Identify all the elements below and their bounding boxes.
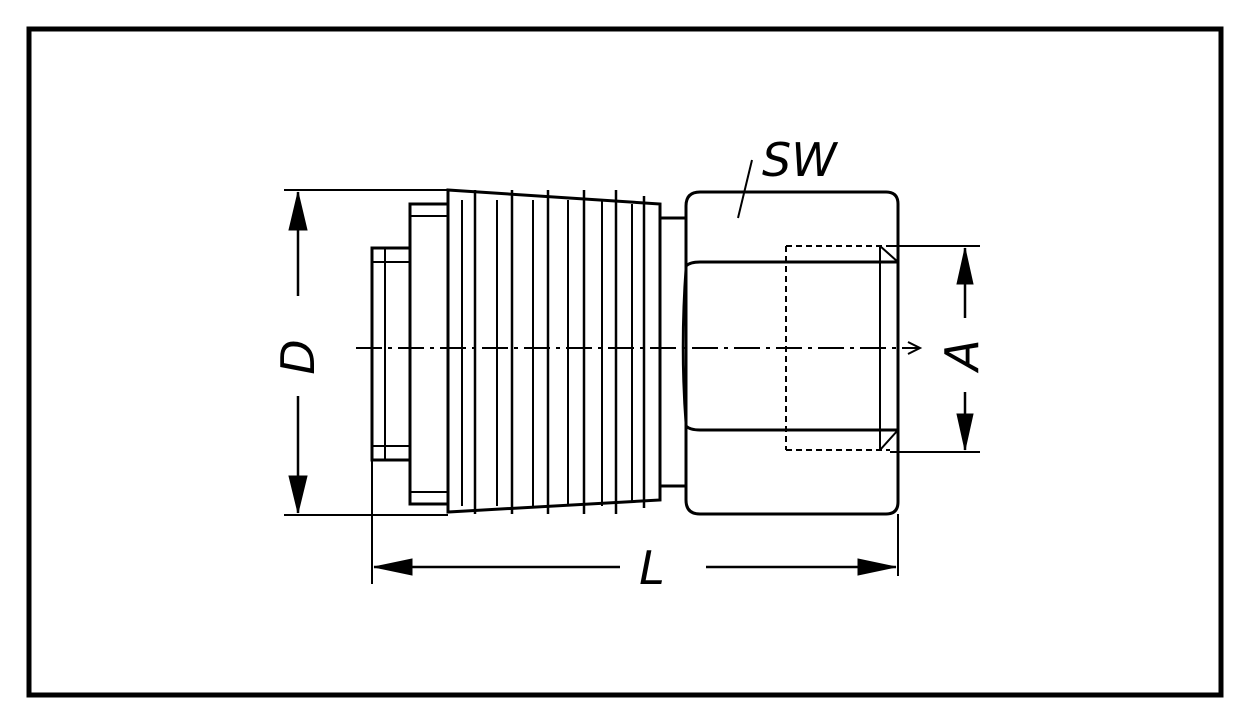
pilot-step [370, 246, 412, 462]
dimension-d-label: D [271, 339, 325, 374]
dimension-l [371, 460, 899, 584]
thread-outline [446, 188, 662, 514]
body-step [408, 202, 450, 506]
sw-leader [737, 159, 753, 219]
thread-crests [473, 190, 646, 514]
drawing-frame [26, 26, 1224, 698]
hex-nut [681, 190, 900, 516]
dimension-l-label: L [639, 541, 665, 595]
thread-roots [461, 200, 633, 506]
threaded-body [370, 188, 688, 514]
dimension-a-label: A [935, 339, 989, 373]
dimension-a [890, 245, 980, 453]
center-line-arrow [907, 341, 923, 355]
hex-outline [684, 190, 900, 516]
dimension-d [284, 189, 448, 516]
wrench-size-label: SW [762, 133, 838, 187]
